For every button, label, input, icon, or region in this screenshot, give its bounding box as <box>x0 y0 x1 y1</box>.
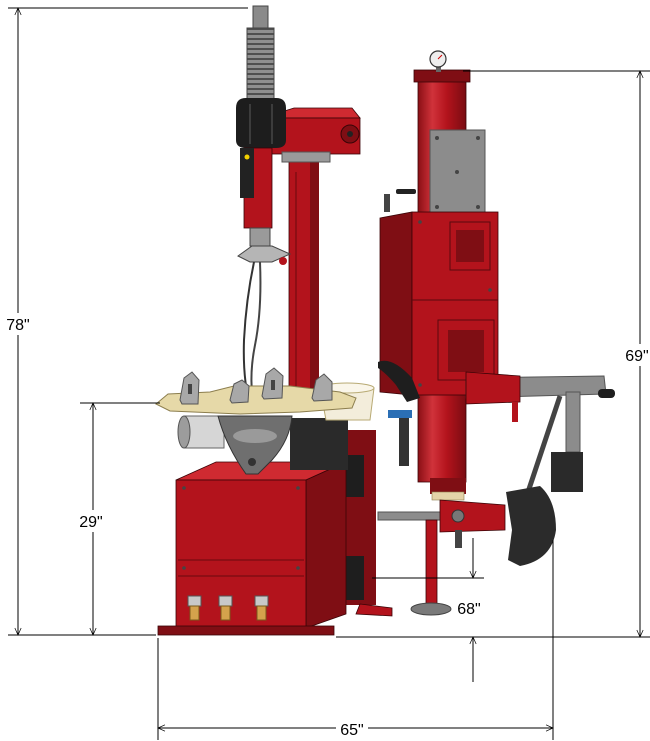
tool-post-rod-top <box>252 5 269 31</box>
valve-rod <box>399 418 409 466</box>
valve-fitting <box>256 605 267 621</box>
upper-lever-knob <box>396 189 416 194</box>
motor-housing <box>183 415 225 449</box>
bead-breaker-arm <box>465 371 615 566</box>
bolt <box>435 136 439 140</box>
bolt <box>488 288 492 292</box>
tool-post <box>236 5 292 393</box>
bolt <box>296 566 300 570</box>
air-hose <box>250 261 262 393</box>
bolt <box>476 205 480 209</box>
valve-fitting <box>220 605 231 621</box>
indicator-light <box>244 154 250 160</box>
column-cap <box>413 69 471 83</box>
blue-valve <box>388 410 412 418</box>
valve-body <box>254 595 269 607</box>
mount-head-tip <box>237 245 292 263</box>
label-background <box>77 510 107 532</box>
label-background <box>3 313 33 335</box>
control-box <box>378 189 499 466</box>
support-foot <box>410 602 452 616</box>
column-collar <box>431 491 465 501</box>
bolt <box>418 220 422 224</box>
bead-breaker-blade <box>506 486 556 566</box>
tower-column-front <box>288 157 312 403</box>
valve <box>254 595 269 621</box>
mount-head-knob <box>279 257 287 265</box>
bolt <box>435 205 439 209</box>
center-bowl <box>217 415 293 475</box>
clamp-jaw <box>229 379 250 404</box>
right-foot <box>355 603 393 617</box>
air-valves <box>187 595 269 621</box>
center-shaft <box>248 458 256 466</box>
bowl-rim <box>233 429 277 443</box>
dimension-label-bottom: 65" <box>340 722 363 739</box>
column-base <box>430 478 466 494</box>
mount-head <box>249 227 271 247</box>
dimension-label-lower-right: 68" <box>457 601 480 618</box>
base-rail <box>157 625 335 636</box>
bolt <box>182 486 186 490</box>
turntable-plate <box>155 385 357 415</box>
rear-panel-upper <box>344 455 364 497</box>
label-background <box>336 719 368 739</box>
air-hose <box>242 261 255 393</box>
label-background <box>623 344 650 366</box>
tower <box>261 107 361 403</box>
shoe-tube <box>565 391 581 453</box>
dimension-label-left-inner: 29" <box>79 514 102 531</box>
bolt <box>182 566 186 570</box>
control-lever <box>378 360 420 402</box>
pivot-bracket <box>439 499 506 533</box>
valve <box>218 595 233 621</box>
shoe-rod <box>525 395 563 493</box>
gauge-stem <box>436 64 441 72</box>
valve-body <box>187 595 202 607</box>
clamp-jaw <box>311 373 333 402</box>
pivot-handle <box>455 530 462 548</box>
dimension-label-left-outer: 78" <box>6 317 29 334</box>
tire-support-block <box>290 418 348 470</box>
gauge-needle <box>437 54 443 60</box>
support-post <box>425 519 438 605</box>
arm-pivot-center <box>347 131 353 137</box>
rear-panel-lower <box>344 556 364 600</box>
cabinet-side <box>305 461 347 629</box>
bolt <box>476 136 480 140</box>
arm-clamp <box>281 151 331 163</box>
tool-slide-guard <box>240 148 254 198</box>
under-table <box>177 382 375 475</box>
valve-body <box>218 595 233 607</box>
tool-post-rod <box>246 27 275 101</box>
valve-fitting <box>189 605 200 621</box>
bolt <box>455 170 459 174</box>
lower-arm <box>377 478 506 616</box>
tool-post-head <box>236 98 286 148</box>
tire-changer-machine <box>155 5 615 636</box>
base-cabinet <box>157 430 393 636</box>
handle-grip <box>598 389 615 398</box>
bolt <box>418 383 422 387</box>
dimension-label-right-outer: 69" <box>625 348 648 365</box>
arm-bracket <box>465 371 521 405</box>
shoe-block <box>551 452 583 492</box>
dimension-lines: 78" 29" 69" 68" 65" <box>3 7 650 740</box>
clamp-slot <box>188 384 192 394</box>
valve <box>187 595 202 621</box>
upper-lever-stem <box>384 194 390 212</box>
upper-panel-inset <box>456 230 484 262</box>
pivot-pin <box>451 509 465 523</box>
arm-drip <box>512 402 518 422</box>
lower-panel-inset <box>448 330 484 372</box>
tower-column-side <box>311 156 319 402</box>
clamp-slot <box>271 380 275 390</box>
upper-panel <box>449 221 491 271</box>
bolt <box>296 486 300 490</box>
motor-end-cap <box>177 415 191 449</box>
cabinet-front <box>175 479 307 629</box>
turntable <box>155 367 357 415</box>
